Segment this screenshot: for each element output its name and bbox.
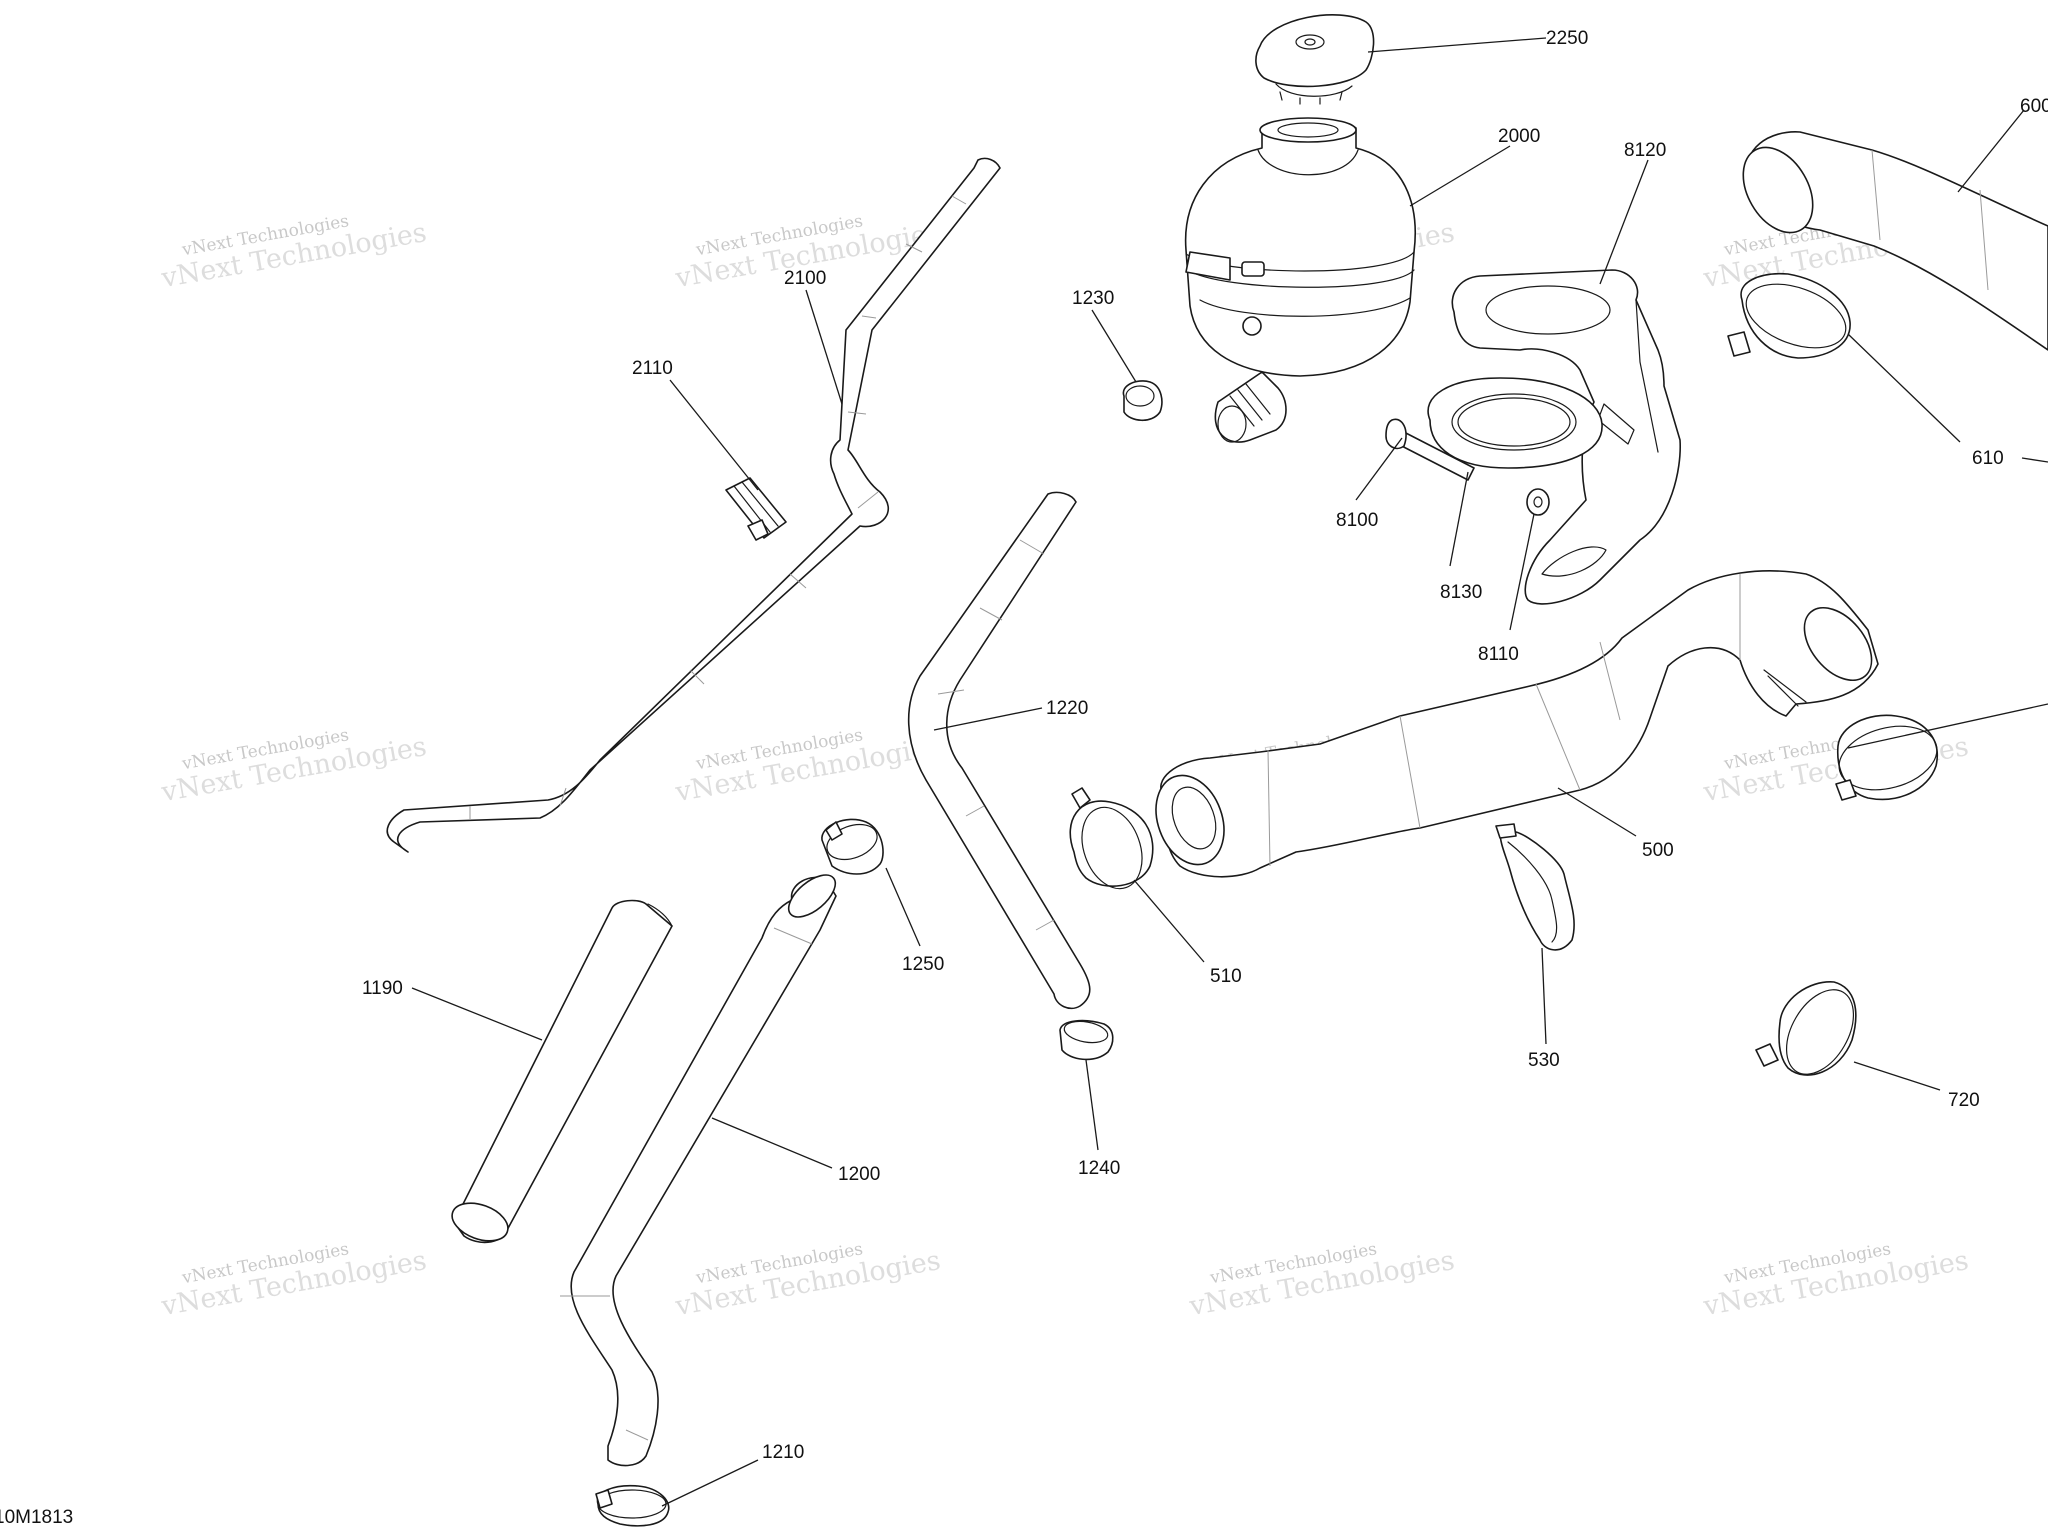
watermark-12: vNext Technologies vNext Technologies xyxy=(1700,1239,1971,1322)
callout-1200: 1200 xyxy=(838,1164,880,1185)
callout-1250: 1250 xyxy=(902,954,944,975)
callout-8120: 8120 xyxy=(1624,140,1666,161)
callout-labels: 2250 2000 8120 600 2100 2110 1230 8100 8… xyxy=(362,28,2048,1463)
callout-2000: 2000 xyxy=(1498,126,1540,147)
part-8130-gasket[interactable] xyxy=(1427,377,1603,469)
part-8120-bracket[interactable] xyxy=(1451,269,1681,605)
callout-1240: 1240 xyxy=(1078,1158,1120,1179)
part-1220-hose[interactable] xyxy=(907,491,1091,1010)
watermark-11: vNext Technologies vNext Technologies xyxy=(1186,1239,1457,1322)
part-1240-clamp[interactable] xyxy=(1059,1018,1114,1061)
watermark-1: vNext Technologies vNext Technologies xyxy=(158,211,429,294)
watermarks: vNext Technologies vNext Technologies vN… xyxy=(158,211,1971,1322)
part-720-clamp[interactable] xyxy=(1755,978,1867,1086)
part-1230-clamp[interactable] xyxy=(1122,380,1163,422)
part-1190-tube[interactable] xyxy=(447,899,673,1248)
part-500-main-hose[interactable] xyxy=(1144,570,1885,878)
callout-600: 600 xyxy=(2020,96,2048,117)
part-510-clamp[interactable] xyxy=(1069,787,1154,897)
callout-1220: 1220 xyxy=(1046,698,1088,719)
part-2250-pressure-cap[interactable] xyxy=(1255,14,1375,105)
callout-610: 610 xyxy=(1972,448,2004,469)
callout-8100: 8100 xyxy=(1336,510,1378,531)
part-2100-breather-hose[interactable] xyxy=(386,157,1001,853)
watermark-9: vNext Technologies vNext Technologies xyxy=(158,1239,429,1322)
callout-1210: 1210 xyxy=(762,1442,804,1463)
callout-720: 720 xyxy=(1948,1090,1980,1111)
part-outlet-clamp[interactable] xyxy=(1832,714,1944,801)
watermark-6: vNext Technologies vNext Technologies xyxy=(672,725,943,808)
part-1200-hose[interactable] xyxy=(560,867,842,1467)
callout-530: 530 xyxy=(1528,1050,1560,1071)
drawing-code: 10M1813 xyxy=(0,1507,73,1528)
callout-2100: 2100 xyxy=(784,268,826,289)
part-8110-washer[interactable] xyxy=(1526,488,1550,516)
watermark-5: vNext Technologies vNext Technologies xyxy=(158,725,429,808)
part-530-strap[interactable] xyxy=(1495,823,1575,951)
part-1250-clamp[interactable] xyxy=(821,818,884,875)
part-610-clamp[interactable] xyxy=(1727,272,1854,360)
part-8100-bolt[interactable] xyxy=(1385,418,1475,481)
callout-2250: 2250 xyxy=(1546,28,1588,49)
part-2110-connector[interactable] xyxy=(725,477,787,541)
callout-1230: 1230 xyxy=(1072,288,1114,309)
part-2000-expansion-tank[interactable] xyxy=(1184,117,1416,443)
part-600-hose[interactable] xyxy=(1729,131,2048,351)
callout-8130: 8130 xyxy=(1440,582,1482,603)
callout-1190: 1190 xyxy=(362,978,403,999)
callout-8110: 8110 xyxy=(1478,644,1519,665)
leader-lines xyxy=(411,37,2048,1507)
part-1210-clamp[interactable] xyxy=(595,1484,670,1527)
callout-2110: 2110 xyxy=(632,358,673,379)
callout-500: 500 xyxy=(1642,840,1674,861)
watermark-10: vNext Technologies vNext Technologies xyxy=(672,1239,943,1322)
callout-510: 510 xyxy=(1210,966,1242,987)
